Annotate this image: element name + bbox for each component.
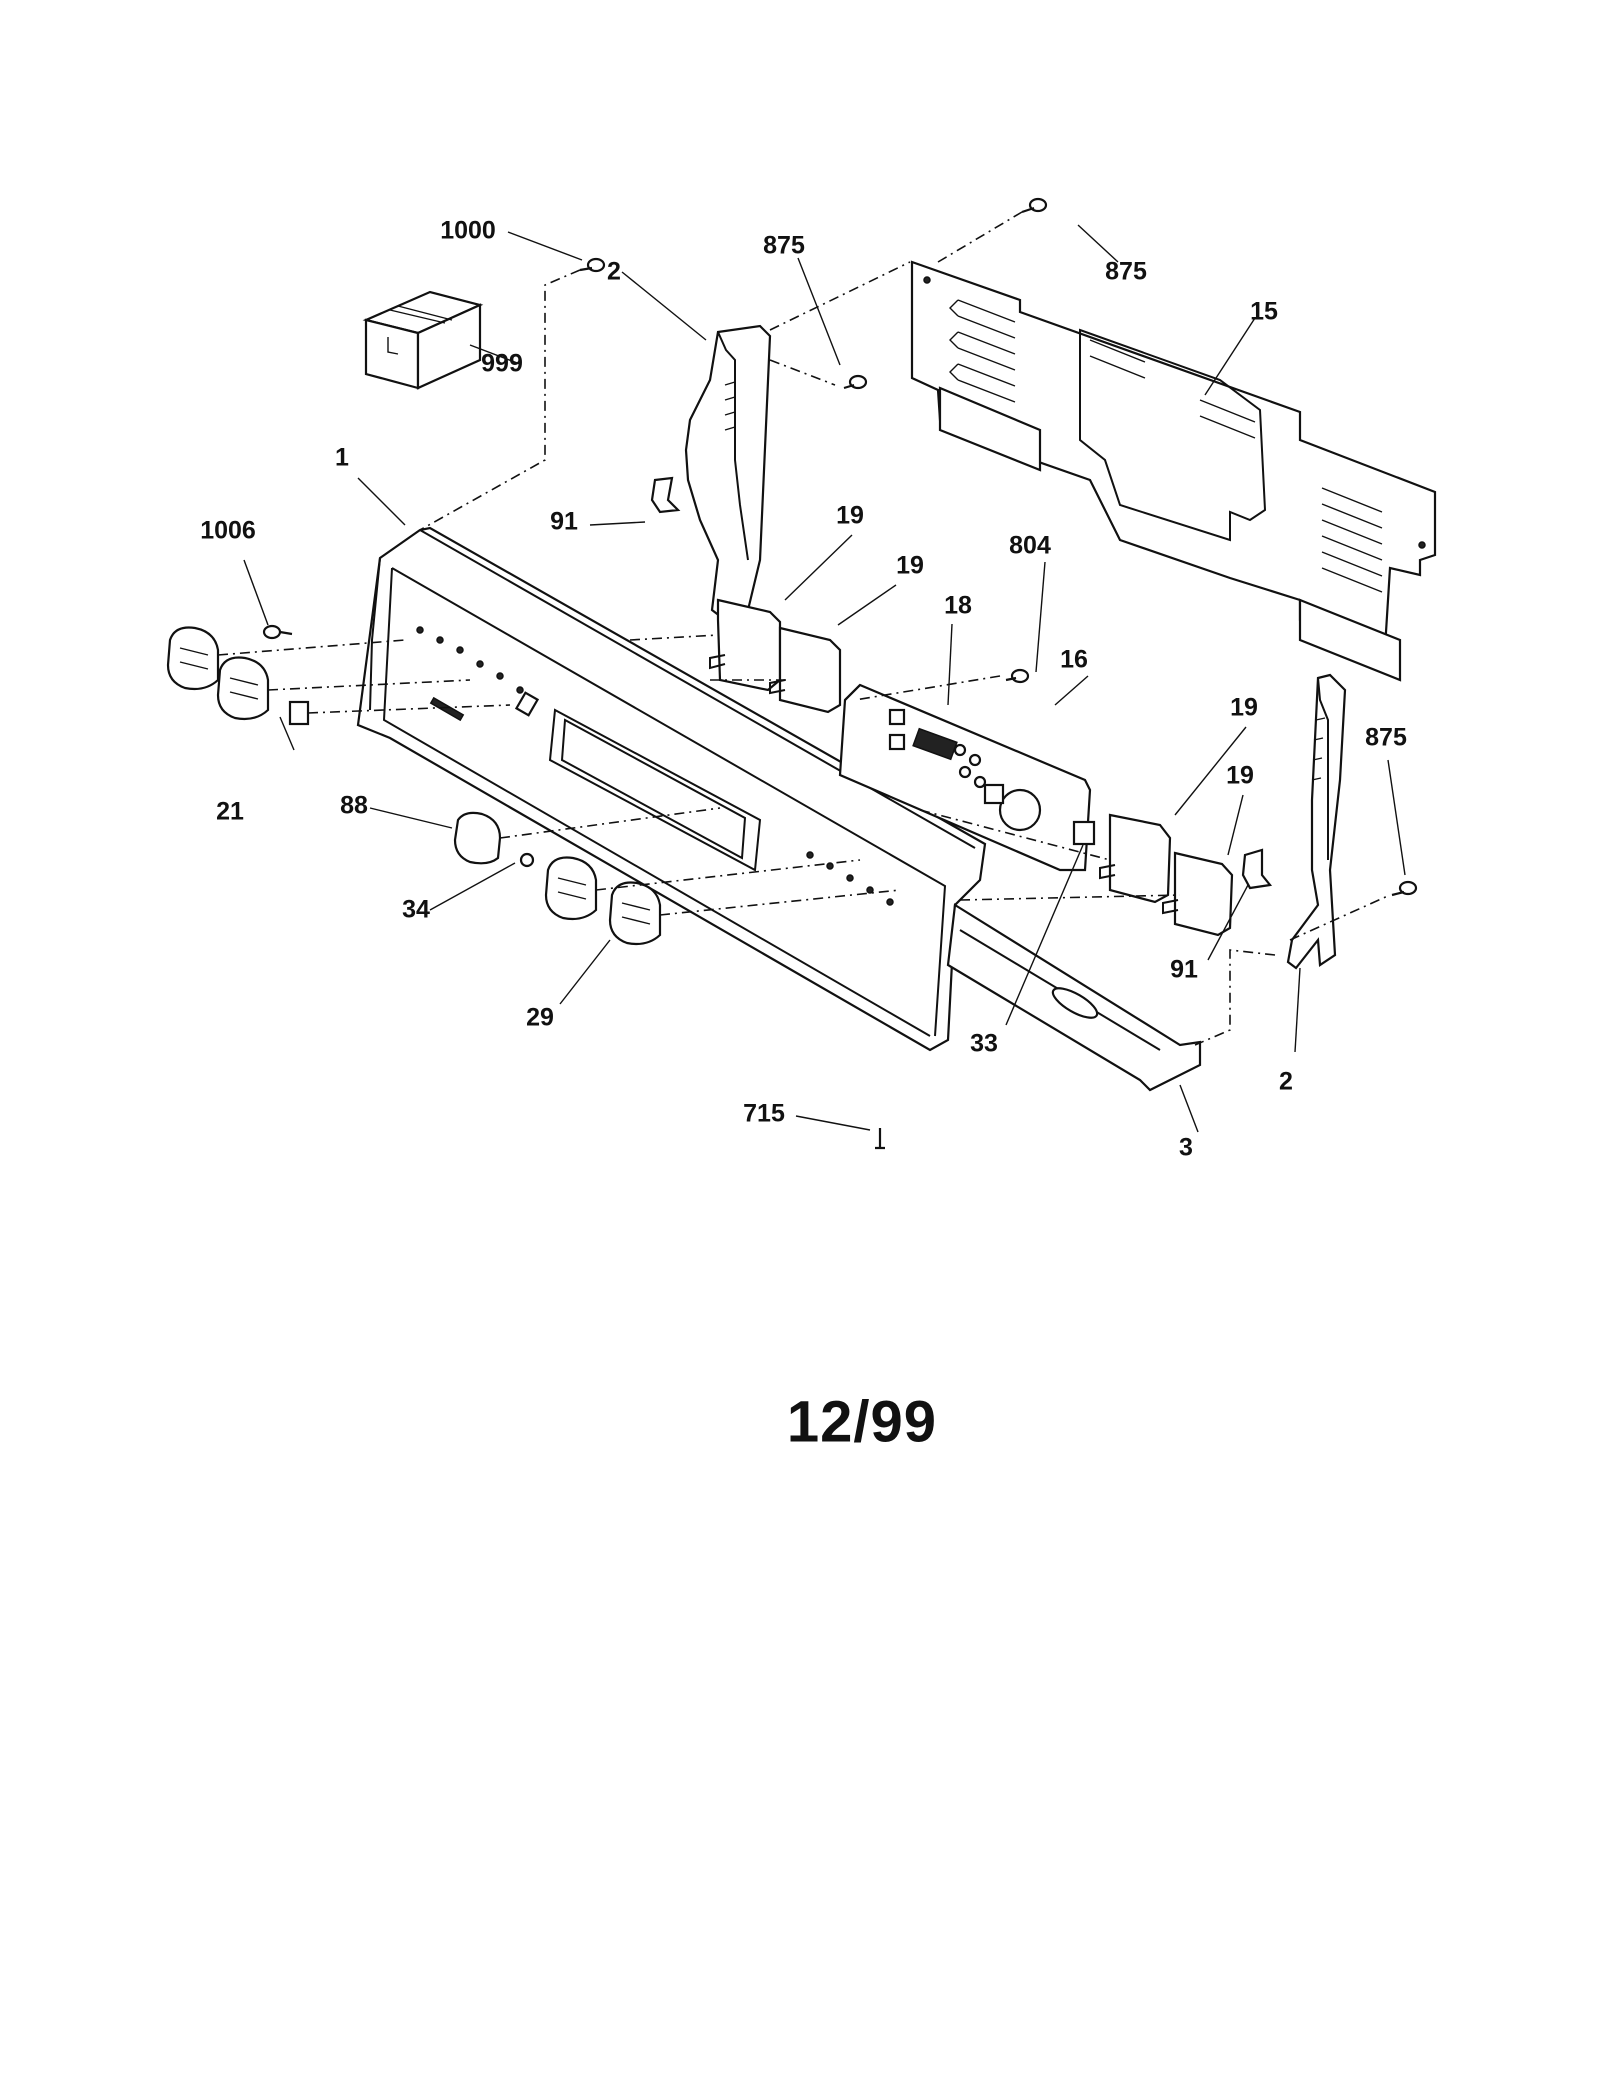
assembly-lines bbox=[217, 211, 1391, 1046]
clip-91-left bbox=[650, 476, 681, 514]
callout-2-right: 2 bbox=[1279, 1067, 1293, 1096]
callout-1000: 1000 bbox=[440, 216, 496, 245]
clip-91-right bbox=[1241, 848, 1273, 890]
lower-trim-part bbox=[946, 903, 1202, 1092]
knob-right-lower bbox=[608, 881, 662, 946]
callout-91-lower: 91 bbox=[1170, 955, 1198, 984]
knob-left-upper bbox=[166, 626, 220, 691]
switch-left-1 bbox=[709, 598, 782, 692]
callout-29: 29 bbox=[526, 1003, 554, 1032]
callout-34: 34 bbox=[402, 895, 430, 924]
callout-1: 1 bbox=[335, 443, 349, 472]
callout-804: 804 bbox=[1009, 531, 1051, 560]
knob-left-lower bbox=[216, 656, 270, 721]
date-code: 12/99 bbox=[786, 1389, 938, 1455]
parts-box-999 bbox=[362, 290, 484, 390]
knob-right-upper bbox=[544, 856, 598, 921]
callout-88: 88 bbox=[340, 791, 368, 820]
callout-18: 18 bbox=[944, 591, 972, 620]
switch-right-1 bbox=[1099, 813, 1172, 904]
callout-33: 33 bbox=[970, 1029, 998, 1058]
screws bbox=[262, 197, 1418, 1150]
rear-panel-part bbox=[910, 260, 1437, 682]
callout-19-d: 19 bbox=[1226, 761, 1254, 790]
callout-2-top: 2 bbox=[607, 257, 621, 286]
left-end-cap-part bbox=[684, 324, 772, 622]
selector-knob-88 bbox=[453, 811, 502, 865]
callout-21: 21 bbox=[216, 797, 244, 826]
indicator-light-34 bbox=[519, 852, 535, 868]
callout-999: 999 bbox=[481, 349, 523, 378]
callout-19-c: 19 bbox=[1230, 693, 1258, 722]
callout-875-top: 875 bbox=[763, 231, 805, 260]
callout-3: 3 bbox=[1179, 1133, 1193, 1162]
callout-16: 16 bbox=[1060, 645, 1088, 674]
right-end-cap-part bbox=[1286, 673, 1347, 970]
connector-33 bbox=[1072, 820, 1096, 846]
switch-right-2 bbox=[1162, 851, 1234, 937]
rocker-switch-21 bbox=[288, 700, 310, 726]
callout-1006: 1006 bbox=[200, 516, 256, 545]
control-panel-part bbox=[356, 526, 987, 1052]
switch-left-2 bbox=[769, 626, 842, 714]
leader-lines bbox=[243, 224, 1406, 1133]
callout-875-right: 875 bbox=[1365, 723, 1407, 752]
callout-19-a: 19 bbox=[836, 501, 864, 530]
callout-91-upper: 91 bbox=[550, 507, 578, 536]
callout-875-upper-right: 875 bbox=[1105, 257, 1147, 286]
callout-715: 715 bbox=[743, 1099, 785, 1128]
callout-19-b: 19 bbox=[896, 551, 924, 580]
callout-15: 15 bbox=[1250, 297, 1278, 326]
